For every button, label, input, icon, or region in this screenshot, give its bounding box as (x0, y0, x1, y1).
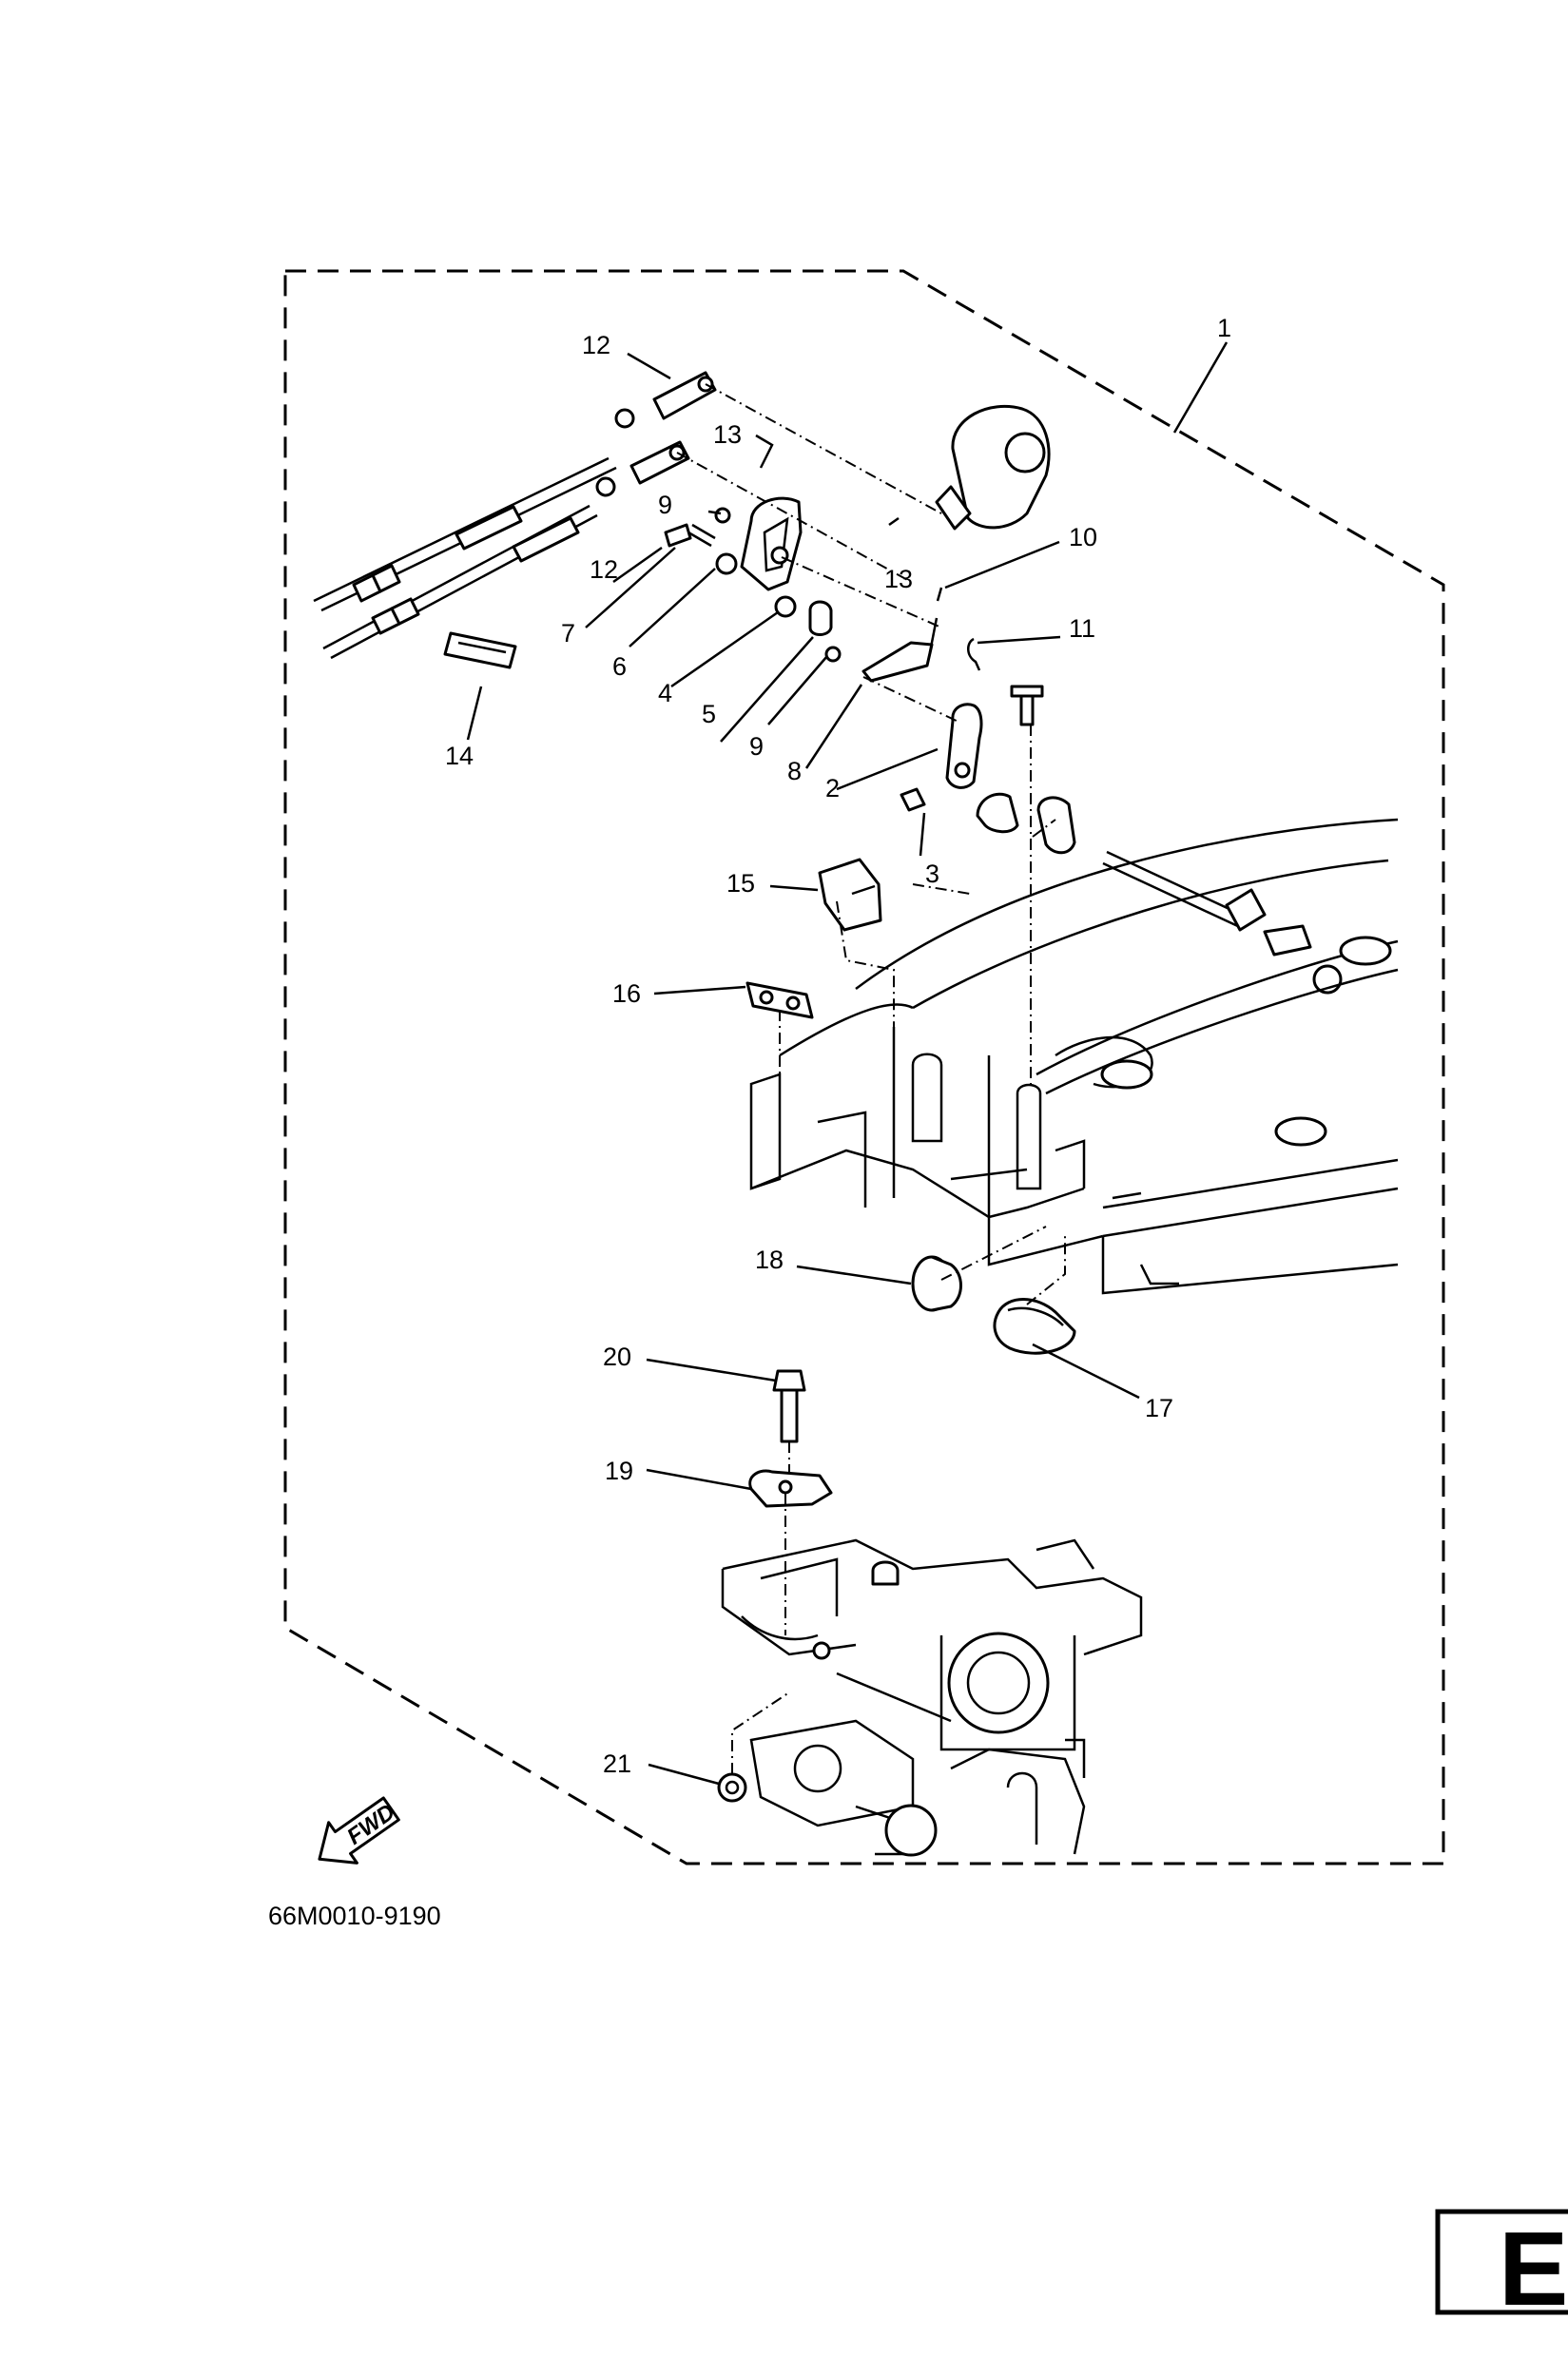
callout-10: 10 (1069, 523, 1097, 551)
callout-labels: 1 2 3 4 5 6 7 8 9 9 10 11 12 12 13 13 14… (445, 314, 1231, 1778)
bolt-20 (772, 1369, 806, 1443)
leader-lines (466, 341, 1229, 1786)
callout-21: 21 (603, 1749, 631, 1778)
callout-15: 15 (726, 869, 755, 898)
cable-joint-lower (629, 440, 690, 485)
callout-13b: 13 (884, 565, 913, 593)
callout-4: 4 (658, 679, 672, 707)
cable-grommet (818, 858, 882, 932)
callout-5: 5 (702, 700, 716, 728)
callout-18: 18 (755, 1246, 784, 1274)
corner-code-text: E (1499, 2211, 1568, 2328)
throttle-lever (740, 496, 803, 591)
throttle-bracket (976, 685, 1076, 855)
callout-11: 11 (1069, 614, 1095, 643)
callout-13a: 13 (713, 420, 742, 449)
callout-6: 6 (612, 652, 627, 681)
callout-20: 20 (603, 1343, 631, 1371)
throttle-shaft (1102, 850, 1343, 995)
plate-19 (748, 1469, 833, 1508)
link-rod (861, 587, 943, 683)
callout-9a: 9 (658, 491, 672, 519)
nut-21 (717, 1772, 747, 1803)
callout-2: 2 (825, 774, 840, 802)
callout-12b: 12 (590, 555, 618, 584)
fwd-direction-arrow: FWD (318, 1796, 400, 1865)
throttle-arm (900, 703, 983, 812)
callout-12a: 12 (582, 331, 610, 359)
decal-14 (443, 631, 517, 669)
corner-code-box: E (1435, 2209, 1568, 2328)
assembly-boundary (283, 269, 1445, 1865)
cable-joint-upper (652, 371, 717, 420)
grommet-17 (993, 1298, 1076, 1355)
plug-18 (911, 1255, 962, 1312)
callout-16: 16 (612, 979, 641, 1008)
callout-19: 19 (605, 1457, 633, 1485)
callout-7: 7 (561, 619, 575, 647)
damper-plate (745, 981, 814, 1019)
drawing-number: 66M0010-9190 (268, 1902, 441, 1930)
throttle-cam (935, 404, 1051, 531)
swivel-bracket (721, 1538, 1143, 1857)
callout-1: 1 (1217, 314, 1231, 342)
callout-8: 8 (787, 757, 802, 785)
callout-9b: 9 (749, 732, 764, 761)
link-clip (967, 637, 981, 671)
callout-14: 14 (445, 742, 474, 770)
callout-17: 17 (1145, 1394, 1173, 1422)
callout-3: 3 (925, 860, 939, 888)
fastener-set (664, 507, 842, 663)
throttle-cables (313, 408, 635, 660)
assembly-lines (676, 383, 1066, 1774)
